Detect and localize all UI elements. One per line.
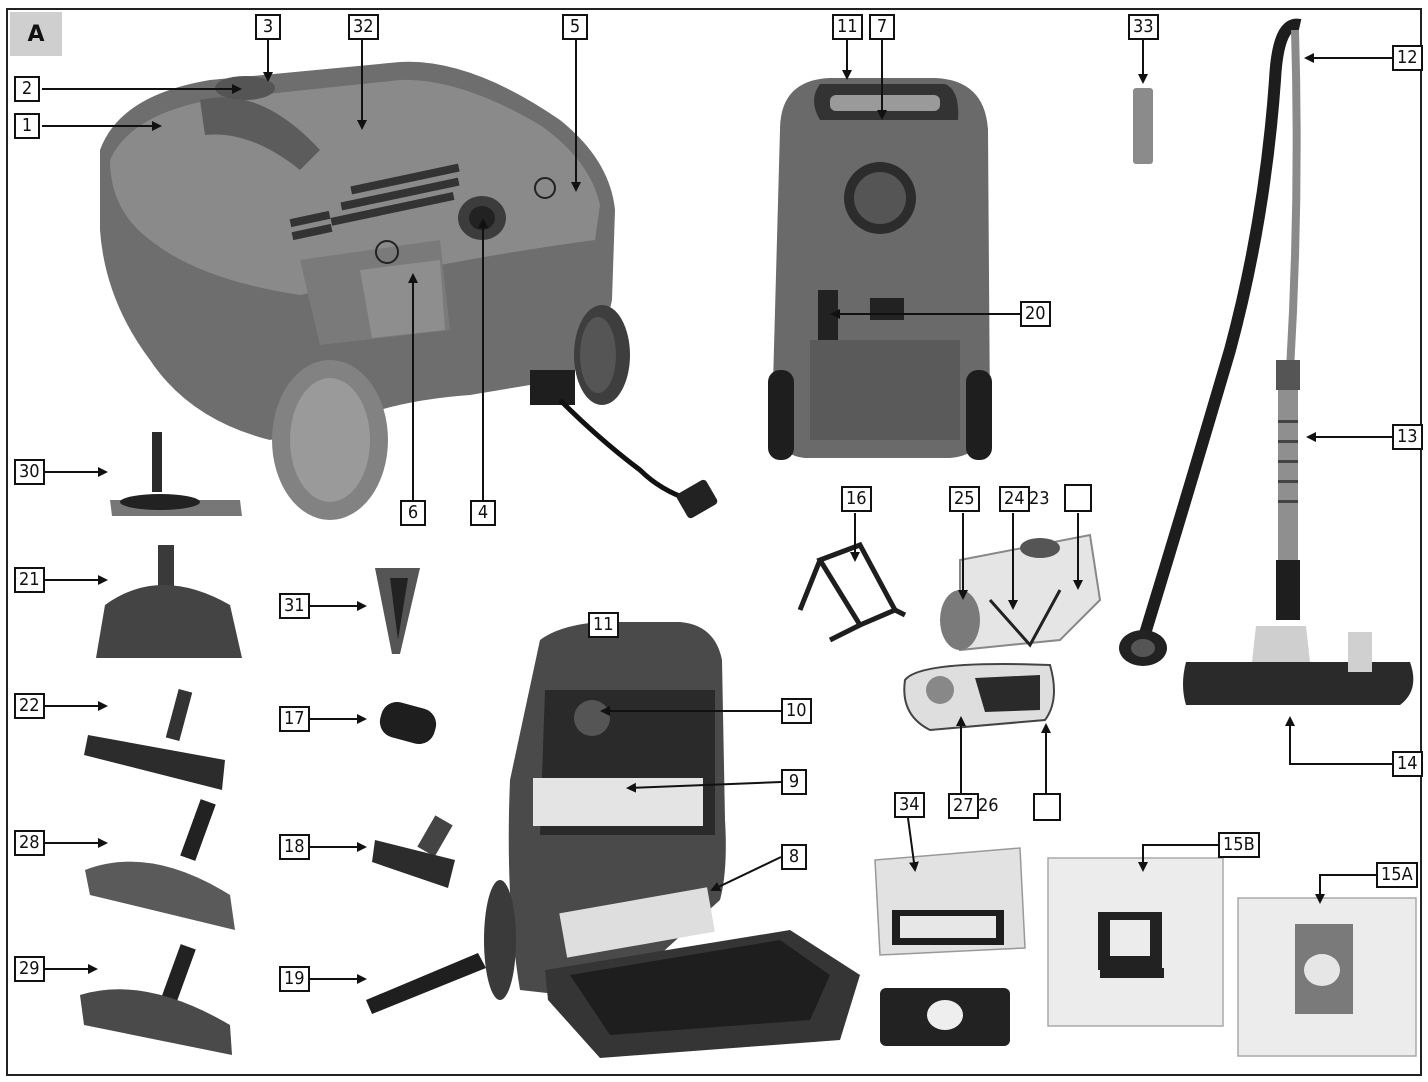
- callout-9: 9: [781, 769, 807, 795]
- vacuum-main-unit-image: [100, 61, 718, 520]
- callout-28: 28: [14, 830, 45, 856]
- brush-22-image: [84, 689, 225, 790]
- callout-22: 22: [14, 693, 45, 719]
- callout-17: 17: [279, 706, 310, 732]
- callout-3: 3: [255, 14, 281, 40]
- callout-blank-lower: [1033, 793, 1061, 821]
- callout-23: 23: [1029, 488, 1050, 509]
- panel-tag: A: [10, 12, 62, 56]
- brush-21-image: [96, 545, 242, 658]
- callout-14: 14: [1392, 751, 1423, 777]
- callout-16: 16: [841, 486, 872, 512]
- callout-26: 26: [978, 795, 999, 816]
- callout-8: 8: [781, 844, 807, 870]
- brush-28-image: [85, 799, 235, 930]
- hose-and-tube-image: [1119, 18, 1414, 705]
- upholstery-nozzle-18-image: [372, 815, 455, 888]
- callout-15b: 15B: [1218, 832, 1260, 858]
- callout-11-top: 11: [832, 14, 863, 40]
- callout-13: 13: [1392, 424, 1423, 450]
- callout-11-open: 11: [588, 612, 619, 638]
- filter-stick-image: [1133, 88, 1153, 164]
- callout-blank-upper: [1064, 484, 1092, 512]
- callout-4: 4: [470, 500, 496, 526]
- callout-31: 31: [279, 593, 310, 619]
- cassette-image: [903, 663, 1055, 732]
- callout-10: 10: [781, 698, 812, 724]
- brush-29-image: [80, 944, 232, 1055]
- callout-7: 7: [869, 14, 895, 40]
- callout-34: 34: [894, 792, 925, 818]
- callout-21: 21: [14, 567, 45, 593]
- callout-29: 29: [14, 956, 45, 982]
- callout-15a: 15A: [1376, 862, 1418, 888]
- bag-holder-frame-image: [797, 541, 907, 643]
- dust-bag-15a-image: [1237, 897, 1417, 1057]
- callout-33: 33: [1128, 14, 1159, 40]
- separator-unit-image: [940, 533, 1102, 652]
- vacuum-rear-view-image: [768, 78, 992, 460]
- filter-bag-34-image: [874, 847, 1026, 1046]
- callout-24: 24: [999, 486, 1030, 512]
- callout-1: 1: [14, 113, 40, 139]
- figure-frame: [6, 8, 1422, 1076]
- callout-32: 32: [348, 14, 379, 40]
- callout-2: 2: [14, 76, 40, 102]
- callout-18: 18: [279, 834, 310, 860]
- brush-30-image: [110, 432, 242, 516]
- callout-30: 30: [14, 459, 45, 485]
- crevice-nozzle-19-image: [366, 953, 486, 1014]
- callout-20: 20: [1020, 301, 1051, 327]
- leader-arrows: [42, 40, 1392, 984]
- callout-6: 6: [400, 500, 426, 526]
- callout-27: 27: [948, 793, 979, 819]
- callout-25: 25: [949, 486, 980, 512]
- round-brush-17-image: [379, 701, 437, 745]
- dust-bag-15b-image: [1047, 857, 1224, 1027]
- callout-12: 12: [1392, 45, 1423, 71]
- callout-19: 19: [279, 966, 310, 992]
- callout-5: 5: [562, 14, 588, 40]
- vacuum-open-image: [484, 622, 860, 1058]
